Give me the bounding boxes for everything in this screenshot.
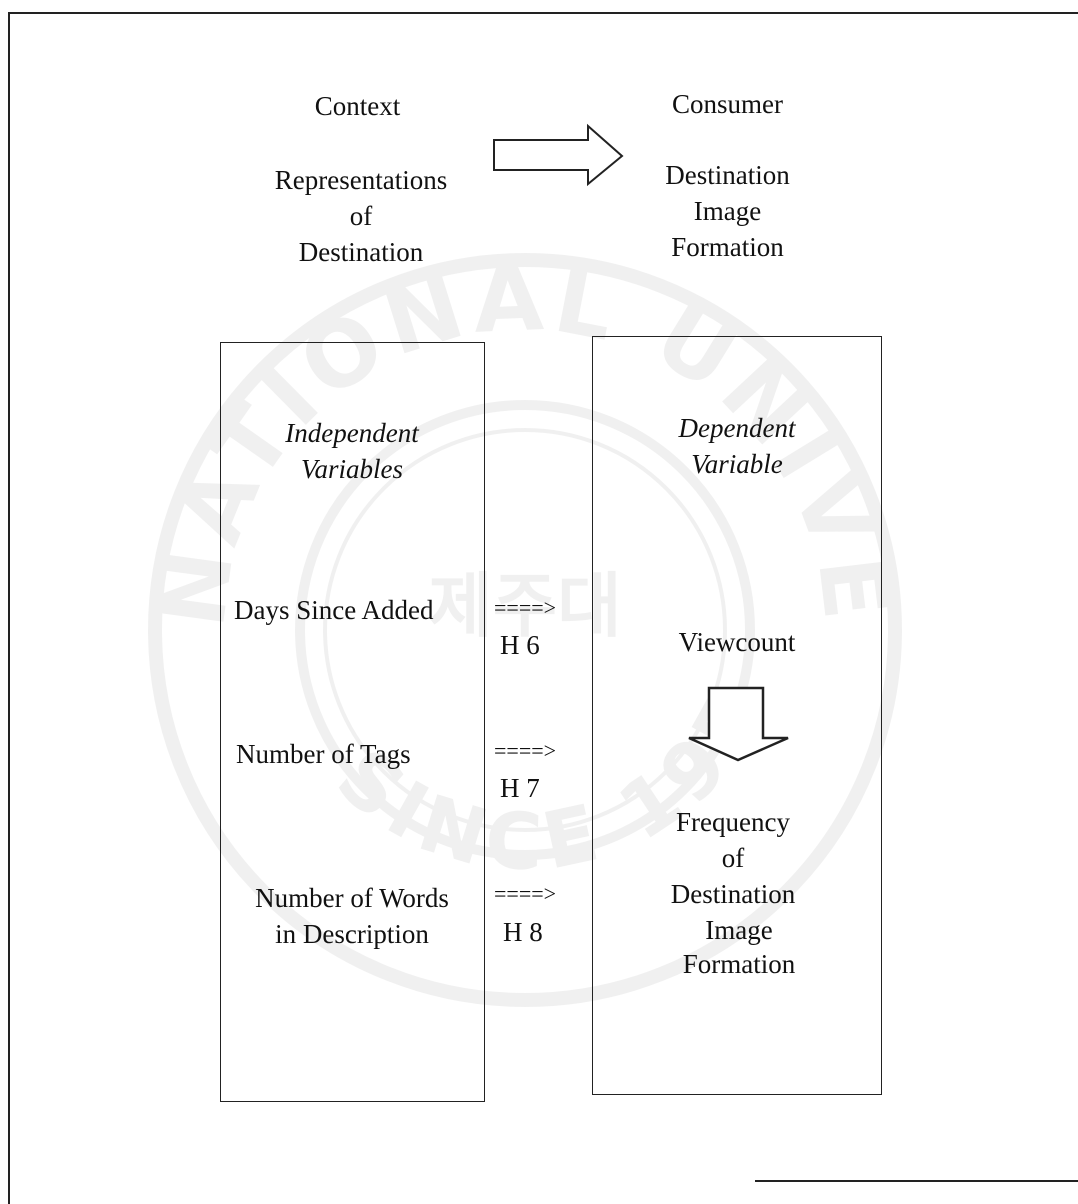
outcome-line-3: Destination <box>670 879 796 909</box>
variable-number-of-words-line-2: in Description <box>275 919 429 949</box>
viewcount-label: Viewcount <box>678 627 796 657</box>
consumer-sub-line-1: Destination <box>665 160 790 190</box>
hypothesis-label-h8: H 8 <box>503 917 543 947</box>
hypothesis-label-h7: H 7 <box>500 773 540 803</box>
independent-variables-box <box>220 342 485 1102</box>
independent-title-line-1: Independent <box>285 418 419 448</box>
consumer-heading: Consumer <box>672 89 783 119</box>
outcome-line-2: of <box>721 843 745 873</box>
consumer-sub-line-3: Formation <box>671 232 784 262</box>
variable-days-since-added: Days Since Added <box>234 595 434 625</box>
outcome-line-5: Formation <box>682 949 796 979</box>
outcome-line-1: Frequency <box>676 807 790 837</box>
dependent-variable-box <box>592 336 882 1095</box>
independent-title-line-2: Variables <box>300 454 403 484</box>
context-sub-line-1: Representations <box>274 165 448 195</box>
variable-number-of-words-line-1: Number of Words <box>255 883 449 913</box>
hypothesis-arrow-h6: ====> <box>494 595 557 620</box>
down-block-arrow-icon <box>688 686 789 762</box>
variable-number-of-tags: Number of Tags <box>236 739 411 769</box>
dependent-title-line-1: Dependent <box>678 413 796 443</box>
context-sub-line-3: Destination <box>298 237 424 267</box>
outcome-line-4: Image <box>705 915 773 945</box>
dependent-title-line-2: Variable <box>691 449 783 479</box>
bottom-rule <box>755 1180 1078 1182</box>
context-sub-line-2: of <box>349 201 373 231</box>
context-heading: Context <box>314 91 401 121</box>
hypothesis-arrow-h7: ====> <box>494 738 557 763</box>
hypothesis-label-h6: H 6 <box>500 630 540 660</box>
hypothesis-arrow-h8: ====> <box>494 881 557 906</box>
page-frame <box>8 12 1078 1204</box>
consumer-sub-line-2: Image <box>693 196 762 226</box>
right-block-arrow-icon <box>493 123 624 187</box>
